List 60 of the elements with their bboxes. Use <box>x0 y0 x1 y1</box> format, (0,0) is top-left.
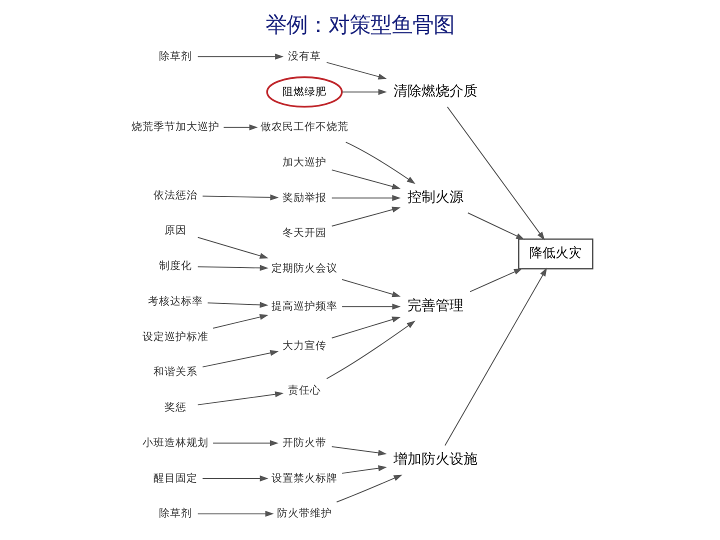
arrow <box>223 124 258 130</box>
node-text: 设置禁火标牌 <box>271 471 338 484</box>
arrow <box>331 316 401 338</box>
arrow <box>331 206 401 227</box>
node-text: 醒目固定 <box>153 471 198 484</box>
node-text: 控制火源 <box>408 189 464 206</box>
arrow <box>326 320 416 380</box>
arrow <box>342 279 401 298</box>
arrow <box>207 302 268 308</box>
node-text: 完善管理 <box>408 298 464 314</box>
arrow <box>197 510 274 517</box>
node-text: 除草剂 <box>158 49 192 62</box>
node-text: 大力宣传 <box>282 338 326 352</box>
node-text: 制度化 <box>158 259 192 272</box>
arrow <box>197 264 268 271</box>
arrow <box>444 268 548 446</box>
arrow <box>326 62 387 80</box>
node-text: 设定巡护标准 <box>142 330 208 343</box>
node-text: 清除燃烧介质 <box>394 83 478 100</box>
arrow <box>345 142 416 184</box>
arrow <box>446 106 545 240</box>
arrow <box>212 314 268 329</box>
node-box: 降低火灾 <box>518 238 594 270</box>
arrow <box>197 391 284 406</box>
arrow <box>197 54 284 60</box>
node-text: 开防火带 <box>282 436 326 449</box>
arrow <box>331 195 401 202</box>
node-text: 责任心 <box>288 383 321 396</box>
node-text: 加大巡护 <box>282 155 326 168</box>
arrow <box>470 268 523 292</box>
node-text: 除草剂 <box>158 506 192 520</box>
diagram-title: 举例：对策型鱼骨图 <box>266 12 454 38</box>
node-text: 奖惩 <box>164 400 186 414</box>
arrow <box>342 88 387 95</box>
arrow <box>331 169 401 190</box>
node-text: 考核达标率 <box>148 294 203 308</box>
node-text: 提高巡护频率 <box>271 299 338 312</box>
node-text: 奖励举报 <box>282 190 326 204</box>
node-ellipse: 阻燃绿肥 <box>266 76 343 108</box>
arrow <box>212 440 278 446</box>
node-text: 烧荒季节加大巡护 <box>131 120 220 134</box>
node-text: 防火带维护 <box>276 506 332 520</box>
node-text: 小班造林规划 <box>142 436 208 449</box>
arrow <box>202 194 279 200</box>
arrow <box>331 446 387 456</box>
arrow <box>342 465 387 474</box>
node-text: 原因 <box>164 224 186 237</box>
node-text: 定期防火会议 <box>271 262 338 275</box>
arrow <box>197 236 268 259</box>
node-text: 冬天开园 <box>282 226 326 240</box>
node-text: 做农民工作不烧荒 <box>260 120 348 134</box>
arrow <box>336 474 402 503</box>
arrow <box>202 350 279 368</box>
node-text: 没有草 <box>288 49 321 62</box>
arrow <box>467 212 525 240</box>
arrow <box>202 475 268 482</box>
arrow <box>342 304 401 310</box>
node-text: 依法惩治 <box>153 188 198 202</box>
node-text: 增加防火设施 <box>394 452 478 468</box>
node-text: 和谐关系 <box>153 365 198 378</box>
